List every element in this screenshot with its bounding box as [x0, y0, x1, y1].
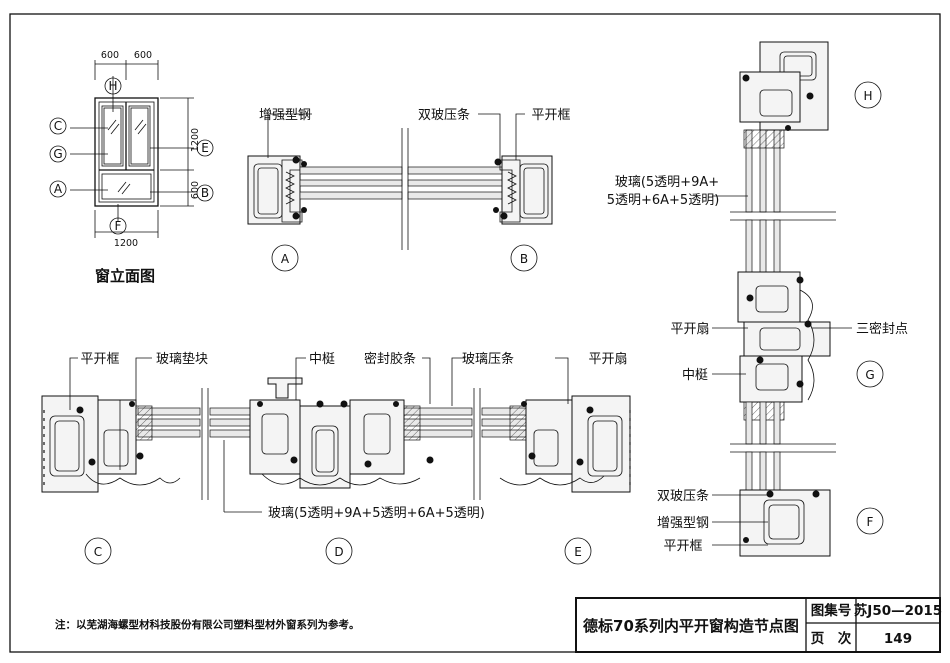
label-mullion-v: 中梃 — [682, 368, 708, 383]
elevation-title: 窗立面图 — [95, 267, 155, 285]
marker-h-elev: H — [108, 79, 117, 93]
label-steel-v: 增强型钢 — [657, 516, 709, 531]
label-double-bead-v: 双玻压条 — [657, 488, 709, 504]
page-label: 页 次 — [811, 630, 852, 647]
label-glass-v2: 5透明+6A+5透明) — [607, 193, 720, 208]
sheet-border — [9, 13, 941, 653]
elevation-markers: H C G A E B F — [49, 77, 214, 235]
marker-e: E — [574, 545, 582, 559]
label-triple-seal: 三密封点 — [856, 321, 908, 337]
title-block: 注：以芜湖海螺型材科技股份有限公司塑料型材外窗系列为参考。 德标70系列内平开窗… — [55, 597, 942, 653]
marker-d: D — [334, 545, 343, 559]
dim-bottom: 1200 — [114, 238, 138, 249]
page-value: 149 — [884, 631, 912, 647]
dim-right-lower: 600 — [190, 181, 201, 199]
marker-f: F — [867, 515, 874, 529]
drawing-title: 德标70系列内平开窗构造节点图 — [583, 617, 799, 635]
dim-right-upper: 1200 — [190, 128, 201, 152]
marker-a: A — [281, 252, 290, 266]
window-elevation: 600 600 1200 600 1200 — [49, 50, 214, 285]
label-mullion-cde: 中梃 — [309, 352, 335, 367]
marker-a-elev: A — [54, 182, 63, 196]
label-sash-cde: 平开扇 — [588, 351, 627, 367]
section-vertical: 玻璃(5透明+9A+ 5透明+6A+5透明) 平开扇 三密封点 中梃 双玻压条 … — [607, 41, 908, 557]
footer-note: 注：以芜湖海螺型材科技股份有限公司塑料型材外窗系列为参考。 — [55, 618, 360, 631]
atlas-value: 苏J50—2015 — [854, 602, 942, 619]
marker-e-elev: E — [201, 141, 209, 155]
section-cde: 平开框 玻璃垫块 中梃 密封胶条 玻璃压条 平开扇 玻璃(5透明+9A+5透明+… — [41, 351, 631, 565]
section-ab: 增强型钢 双玻压条 平开框 A B — [247, 107, 571, 272]
marker-h: H — [863, 89, 872, 103]
marker-g-elev: G — [53, 147, 62, 161]
label-gasket: 密封胶条 — [364, 351, 416, 367]
label-sash-v: 平开扇 — [670, 321, 709, 337]
marker-f-elev: F — [115, 219, 122, 233]
marker-c-elev: C — [54, 119, 62, 133]
marker-g: G — [865, 368, 874, 382]
marker-b-elev: B — [201, 186, 209, 200]
label-glass-v1: 玻璃(5透明+9A+ — [615, 175, 719, 190]
label-bead: 玻璃压条 — [462, 351, 514, 367]
label-glass-cde: 玻璃(5透明+9A+5透明+6A+5透明) — [268, 506, 485, 521]
atlas-label: 图集号 — [811, 602, 852, 619]
label-frame-cde: 平开框 — [80, 352, 119, 367]
dim-top-right: 600 — [134, 50, 152, 61]
marker-b: B — [520, 252, 528, 266]
label-frame-ab: 平开框 — [531, 108, 570, 123]
label-double-bead-ab: 双玻压条 — [418, 107, 470, 123]
label-steel-ab: 增强型钢 — [259, 108, 311, 123]
marker-c: C — [94, 545, 102, 559]
dim-top-left: 600 — [101, 50, 119, 61]
label-glass-block: 玻璃垫块 — [156, 351, 208, 367]
label-frame-v: 平开框 — [663, 539, 702, 554]
